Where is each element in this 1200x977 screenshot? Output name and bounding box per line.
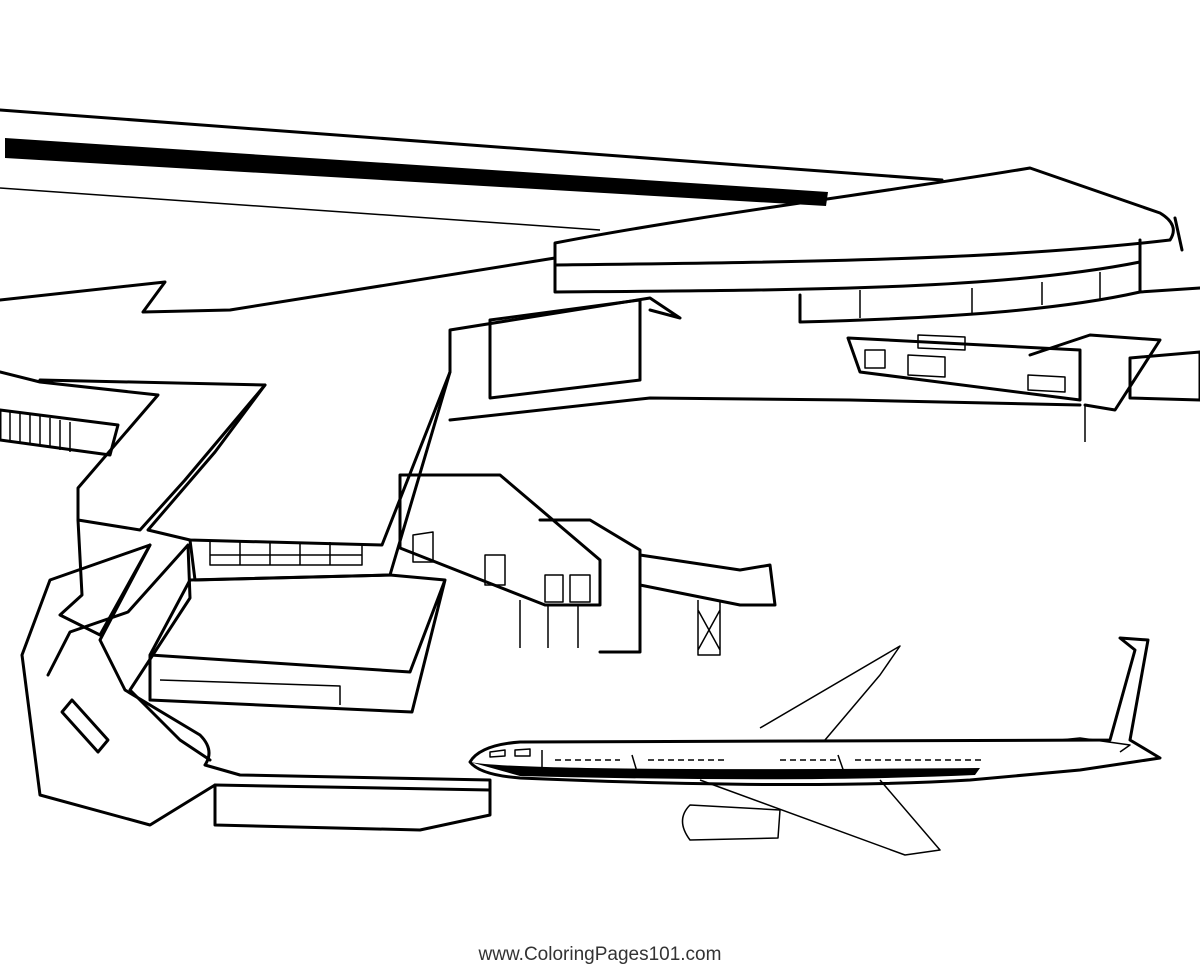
watermark-text: www.ColoringPages101.com	[478, 944, 722, 965]
curved-terminal-roof	[553, 166, 1200, 324]
runway-black-band	[5, 138, 828, 206]
main-terminal-building	[0, 256, 1082, 714]
airplane	[468, 636, 1162, 856]
airplane-stripe	[470, 762, 980, 780]
walkway	[20, 543, 492, 832]
runway-stripes	[0, 108, 944, 231]
jet-bridges	[398, 333, 1200, 656]
